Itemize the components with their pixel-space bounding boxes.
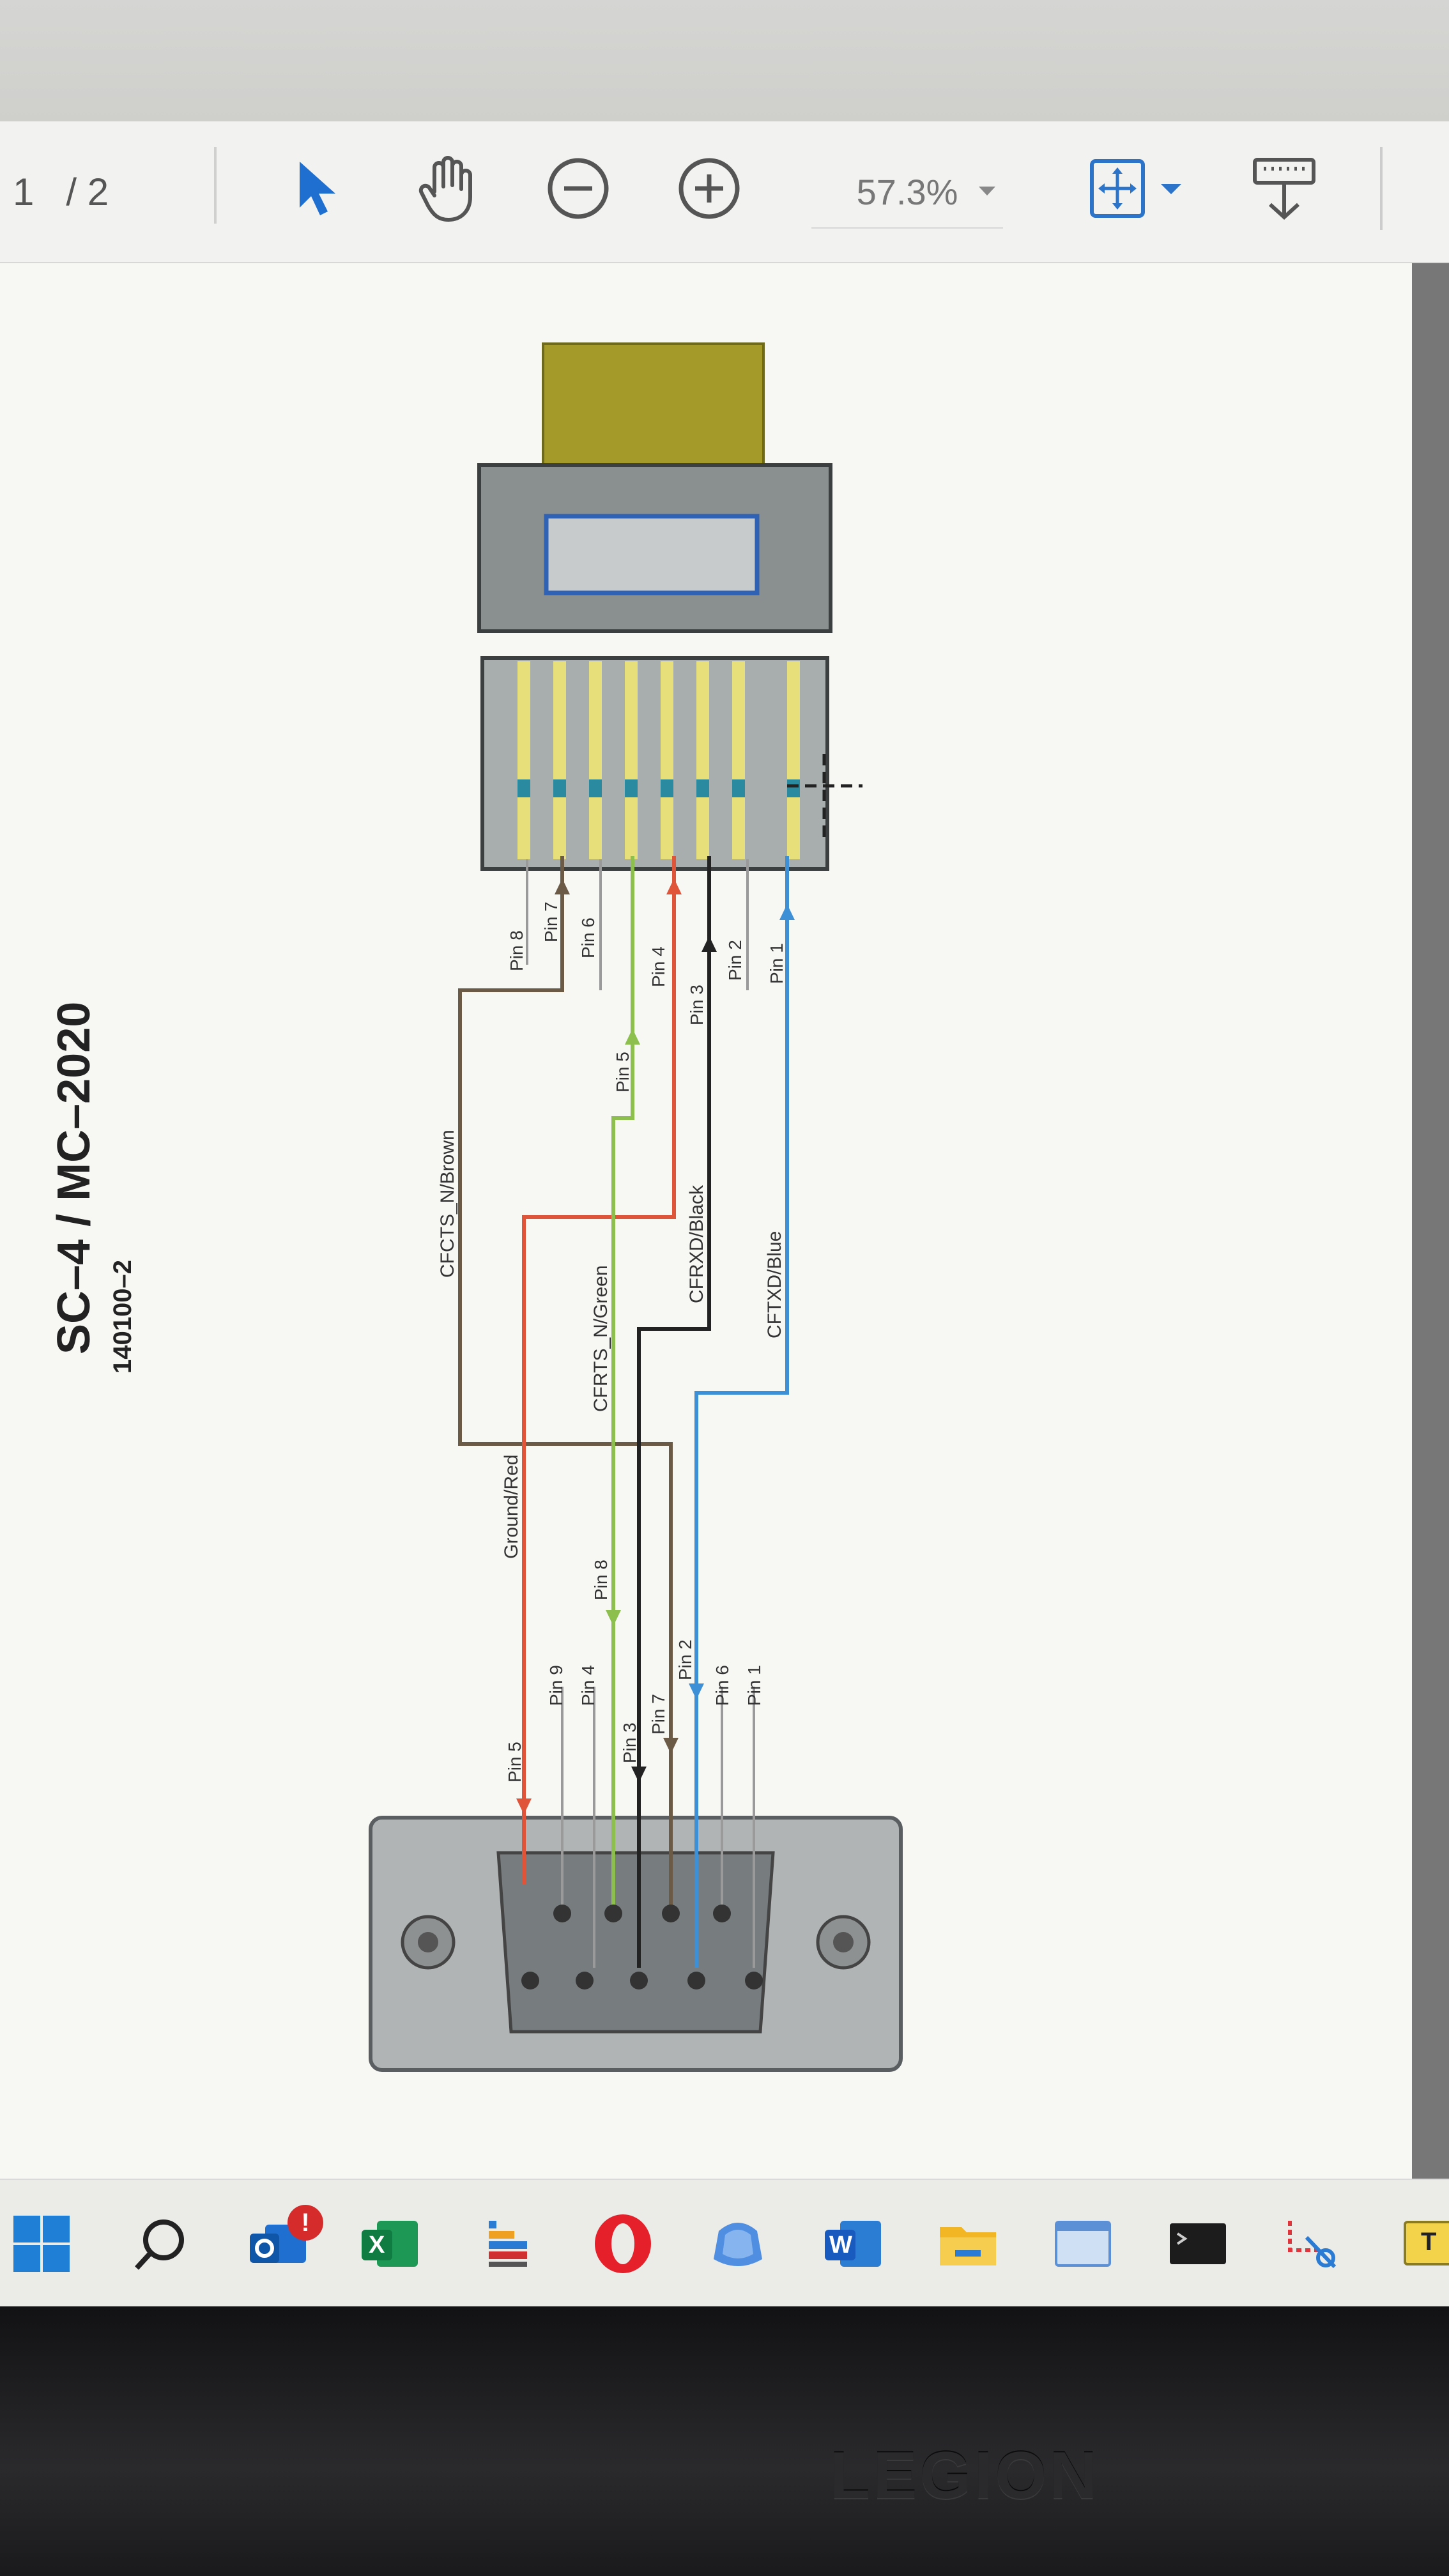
db9-pin8: Pin 8 — [591, 1560, 611, 1600]
db9-face — [496, 1851, 775, 2034]
label-cfrxd-black: CFRXD/Black — [686, 1184, 707, 1303]
unused-wires-db9 — [561, 1687, 755, 1968]
db9-connector — [369, 1816, 903, 2072]
text-app-icon[interactable]: T — [1393, 2209, 1449, 2279]
blue-app-icon[interactable] — [703, 2209, 773, 2279]
rj45-pin3: Pin 3 — [687, 985, 707, 1025]
toolbar-divider — [214, 147, 217, 224]
rj45-pin5: Pin 5 — [613, 1052, 632, 1092]
db9-pins — [521, 1905, 763, 1989]
rj45-pin8: Pin 8 — [507, 930, 526, 971]
wire-arrows — [516, 878, 795, 1814]
opera-icon[interactable] — [588, 2209, 658, 2279]
page-total: / 2 — [66, 170, 109, 213]
snipping-tool-icon[interactable] — [1278, 2209, 1348, 2279]
wiring-diagram: SC–4 / MC–2020 140100–2 — [49, 342, 903, 2072]
rj45-pin2: Pin 2 — [725, 940, 745, 981]
hand-tool-icon[interactable] — [409, 147, 486, 230]
fit-page-icon[interactable] — [1080, 147, 1201, 230]
db9-pin1: Pin 1 — [744, 1665, 764, 1706]
window-title-area — [0, 0, 1449, 121]
canvas-gutter — [1412, 263, 1449, 2179]
rj45-latch-window — [544, 514, 760, 595]
zoom-dropdown-chevron-icon[interactable] — [965, 172, 1009, 211]
search-icon[interactable] — [125, 2209, 195, 2279]
wire-labels: CFCTS_N/Brown Ground/Red CFRTS_N/Green C… — [437, 1130, 785, 1559]
db9-pin4: Pin 4 — [578, 1665, 598, 1706]
start-icon[interactable] — [6, 2209, 77, 2279]
page-number-input[interactable]: 1 — [13, 170, 34, 213]
rj45-pin1: Pin 1 — [767, 943, 786, 984]
rj45-pin6: Pin 6 — [578, 917, 598, 958]
db9-pin-labels: Pin 5 Pin 9 Pin 4 Pin 8 Pin 3 Pin 7 Pin … — [505, 1560, 764, 1782]
select-tool-icon[interactable] — [281, 147, 351, 230]
document-title: SC–4 / MC–2020 — [49, 1002, 100, 1354]
wires — [458, 856, 789, 1968]
network-app-icon[interactable] — [473, 2209, 543, 2279]
rj45-cable-boot — [542, 342, 765, 473]
window-app-icon[interactable] — [1048, 2209, 1118, 2279]
db9-pin7: Pin 7 — [648, 1694, 668, 1735]
db9-pin5: Pin 5 — [505, 1742, 525, 1782]
rj45-contacts — [518, 661, 800, 859]
cursor-crosshair — [787, 754, 862, 843]
wire-brown — [458, 856, 673, 1910]
wire-green — [611, 856, 634, 1910]
unused-wires-rj45 — [526, 859, 749, 990]
word-letter: W — [829, 2232, 852, 2258]
file-explorer-icon[interactable] — [933, 2209, 1003, 2279]
laptop-bezel — [0, 2306, 1449, 2576]
taskbar: ! X W T — [0, 2179, 1449, 2308]
db9-pin2: Pin 2 — [675, 1639, 695, 1680]
laptop-brand-logo: LEGION — [829, 2438, 1100, 2513]
db9-pin9: Pin 9 — [546, 1665, 566, 1706]
rj45-connector — [477, 342, 862, 871]
rj45-contact-block — [480, 656, 829, 871]
label-cftxd-blue: CFTXD/Blue — [764, 1231, 785, 1338]
download-icon[interactable] — [1239, 147, 1329, 230]
zoom-level-value: 57.3% — [856, 171, 958, 212]
label-ground-red: Ground/Red — [501, 1455, 522, 1559]
outlook-icon[interactable]: ! — [243, 2205, 323, 2279]
label-cfrts-green: CFRTS_N/Green — [590, 1265, 611, 1412]
excel-icon[interactable]: X — [355, 2209, 425, 2279]
wire-black — [637, 856, 711, 1968]
notification-badge: ! — [288, 2205, 323, 2241]
page-indicator: 1 / 2 — [13, 157, 141, 227]
wire-blue — [694, 856, 789, 1968]
db9-pin3: Pin 3 — [620, 1722, 640, 1763]
rj45-pin7: Pin 7 — [541, 901, 561, 942]
label-cfcts-brown: CFCTS_N/Brown — [437, 1130, 458, 1278]
zoom-out-icon[interactable] — [540, 150, 617, 227]
text-app-letter: T — [1421, 2228, 1437, 2256]
rj45-pin4: Pin 4 — [648, 946, 668, 987]
word-icon[interactable]: W — [818, 2209, 888, 2279]
document-part-number: 140100–2 — [109, 1260, 137, 1374]
rj45-pin-labels: Pin 8 Pin 7 Pin 6 Pin 5 Pin 4 Pin 3 Pin … — [507, 901, 786, 1092]
wire-red — [522, 856, 676, 1885]
excel-letter: X — [369, 2232, 385, 2258]
zoom-level-field[interactable]: 57.3% — [811, 157, 1003, 229]
db9-pin6: Pin 6 — [712, 1665, 732, 1706]
toolbar-divider — [1380, 147, 1383, 230]
zoom-in-icon[interactable] — [671, 150, 747, 227]
terminal-icon[interactable] — [1163, 2209, 1233, 2279]
pdf-toolbar: 1 / 2 57.3% — [0, 121, 1449, 263]
